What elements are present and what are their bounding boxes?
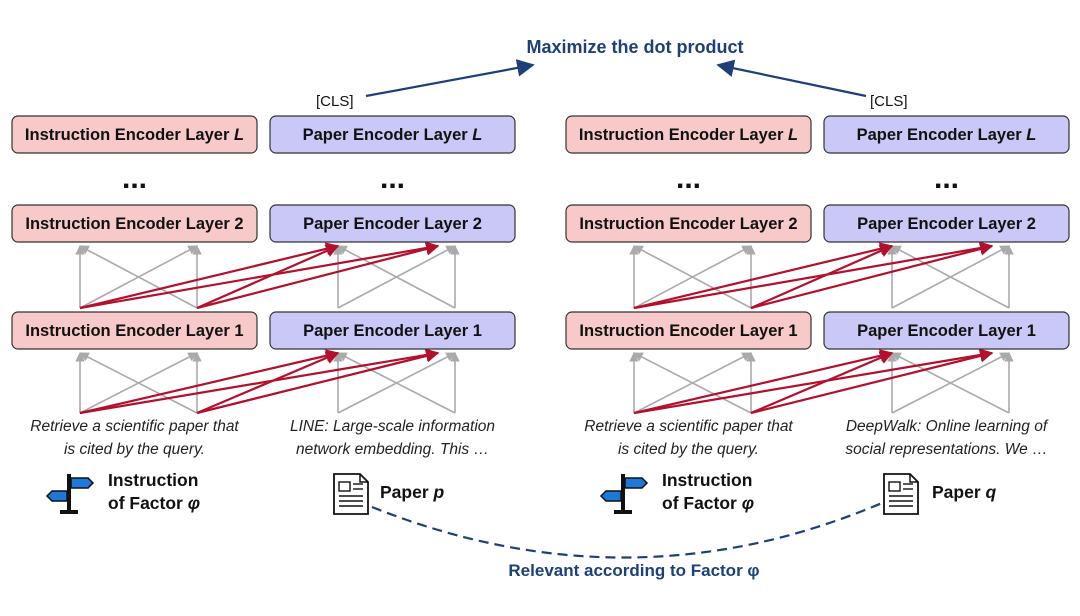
right-paper-input-line-1: DeepWalk: Online learning of: [846, 418, 1049, 435]
right-instruction-layer-2: Instruction Encoder Layer 2: [579, 215, 797, 233]
gray-attention-edge: [633, 245, 752, 309]
red-attention-edge: [633, 241, 994, 310]
gray-attention-edges: [75, 245, 1014, 414]
red-attention-edge: [750, 351, 894, 415]
red-attention-edge: [633, 242, 894, 310]
left-instruction-layer-1-box: [11, 311, 258, 350]
gray-attention-edge: [891, 352, 1010, 414]
cls-arrow-right: [716, 59, 867, 98]
red-attention-edge: [196, 351, 340, 415]
red-attention-edge: [79, 348, 440, 415]
relevance-curve: [371, 501, 883, 559]
left-instruction-layer-2: Instruction Encoder Layer 2: [25, 215, 243, 233]
right-instruction-label-line-2: of Factor φ: [662, 493, 754, 513]
right-paper-layer-L: Paper Encoder Layer L: [857, 126, 1037, 144]
cls-arrow-left: [365, 59, 535, 98]
red-attention-edge: [750, 244, 894, 310]
red-attention-edge: [79, 349, 340, 415]
right-paper-ellipsis: ...: [934, 162, 959, 195]
red-attention-edge: [196, 244, 340, 310]
diagram-title: Maximize the dot product: [526, 37, 743, 57]
red-attention-edge: [633, 348, 994, 415]
signpost-icon: [599, 474, 649, 514]
left-instruction-layer-L: Instruction Encoder Layer L: [25, 126, 244, 144]
left-paper-layer-2: Paper Encoder Layer 2: [303, 215, 482, 233]
right-instruction-layer-L-box: [565, 115, 812, 154]
left-paper-layer-L-box: [269, 115, 516, 154]
right-paper-layer-1-box: [823, 311, 1070, 350]
right-instruction-layer-1: Instruction Encoder Layer 1: [579, 322, 797, 340]
right-paper-layer-1: Paper Encoder Layer 1: [857, 322, 1036, 340]
red-attention-edge: [79, 242, 340, 310]
left-instruction-ellipsis: ...: [122, 162, 147, 195]
gray-attention-edge: [337, 352, 456, 414]
left-paper-label: Paper p: [380, 482, 445, 502]
red-attention-edge: [79, 241, 440, 310]
right-paper-label: Paper q: [932, 482, 997, 502]
cls-label-left: [CLS]: [316, 93, 354, 110]
right-paper-layer-2-box: [823, 204, 1070, 243]
left-paper-layer-1: Paper Encoder Layer 1: [303, 322, 482, 340]
right-instruction-layer-L: Instruction Encoder Layer L: [579, 126, 798, 144]
left-paper-input-line-1: LINE: Large-scale information: [290, 418, 495, 435]
right-instruction-label-line-1: Instruction: [662, 470, 752, 490]
left-instruction-input-line-2: is cited by the query.: [64, 441, 205, 458]
red-attention-edge: [750, 349, 994, 415]
red-attention-edges: [79, 241, 994, 415]
left-paper-input-line-2: network embedding. This …: [296, 441, 489, 458]
right-instruction-input-line-1: Retrieve a scientific paper that: [584, 418, 793, 435]
left-paper-layer-2-box: [269, 204, 516, 243]
gray-attention-edge: [79, 352, 198, 414]
document-icon: [333, 473, 369, 515]
left-instruction-layer-2-box: [11, 204, 258, 243]
gray-attention-edge: [891, 245, 1010, 309]
red-attention-edge: [633, 349, 894, 415]
gray-attention-edge: [79, 245, 198, 309]
red-attention-edge: [750, 242, 994, 310]
right-instruction-layer-1-box: [565, 311, 812, 350]
left-instruction-input-line-1: Retrieve a scientific paper that: [30, 418, 239, 435]
signpost-icon: [45, 474, 95, 514]
left-instruction-label-line-2: of Factor φ: [108, 493, 200, 513]
right-instruction-ellipsis: ...: [676, 162, 701, 195]
left-instruction-layer-L-box: [11, 115, 258, 154]
gray-attention-edge: [633, 352, 752, 414]
left-paper-ellipsis: ...: [380, 162, 405, 195]
right-paper-layer-L-box: [823, 115, 1070, 154]
right-paper-layer-2: Paper Encoder Layer 2: [857, 215, 1036, 233]
left-instruction-label-line-1: Instruction: [108, 470, 198, 490]
left-paper-layer-1-box: [269, 311, 516, 350]
cls-label-right: [CLS]: [870, 93, 908, 110]
left-paper-layer-L: Paper Encoder Layer L: [303, 126, 483, 144]
left-tower: Instruction Encoder Layer L Paper Encode…: [11, 115, 516, 515]
relevance-label: Relevant according to Factor φ: [508, 561, 759, 580]
right-paper-input-line-2: social representations. We …: [845, 441, 1047, 458]
right-tower: Instruction Encoder Layer L Paper Encode…: [565, 115, 1070, 515]
right-instruction-layer-2-box: [565, 204, 812, 243]
left-instruction-layer-1: Instruction Encoder Layer 1: [25, 322, 243, 340]
red-attention-edge: [196, 242, 440, 310]
document-icon: [883, 473, 919, 515]
gray-attention-edge: [337, 245, 456, 309]
right-instruction-input-line-2: is cited by the query.: [618, 441, 759, 458]
red-attention-edge: [196, 349, 440, 415]
